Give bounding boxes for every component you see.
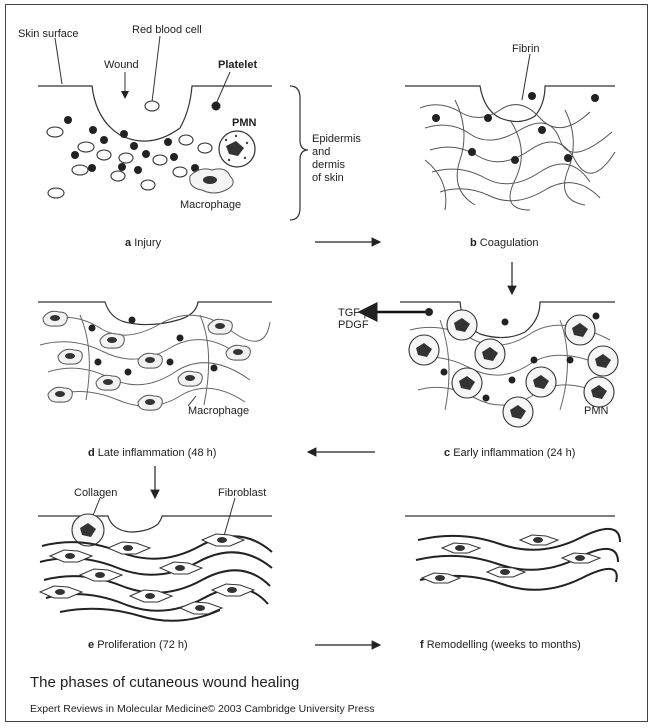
panel-b-coagulation: Fibrin b Coagulation (405, 43, 615, 249)
skin-surface-label: Skin surface (18, 28, 79, 40)
fibroblasts-f (422, 535, 600, 583)
fibrin-strands-b (420, 100, 615, 210)
epidermis-label-4: of skin (312, 172, 344, 184)
panel-e-caption: e Proliferation (72 h) (88, 639, 188, 651)
panel-a-injury: Skin surface Red blood cell Wound Platel… (18, 24, 361, 249)
signal-source-platelet (425, 308, 433, 316)
panel-f-caption: f Remodelling (weeks to months) (420, 639, 581, 651)
skin-surface-line-d (38, 302, 272, 325)
skin-surface-pointer (55, 38, 62, 84)
platelets-b (432, 92, 599, 164)
panel-c-caption: c Early inflammation (24 h) (444, 447, 575, 459)
panel-f-remodelling: f Remodelling (weeks to months) (405, 516, 620, 651)
pmn-label: PMN (232, 117, 257, 129)
panel-d-late-inflammation: Macrophage d Late inflammation (48 h) (38, 302, 272, 459)
fibrin-pointer (522, 54, 530, 100)
tgf-beta-label: TGF-β (338, 307, 370, 319)
platelet-pointer (216, 72, 230, 104)
fibroblast-pointer (224, 498, 235, 536)
macrophage-label-a: Macrophage (180, 199, 241, 211)
epidermis-label-3: dermis (312, 159, 346, 171)
red-blood-cells (47, 101, 212, 198)
pmn-cell-a (219, 131, 255, 167)
red-blood-cell-label: Red blood cell (132, 24, 202, 36)
panel-d-caption: d Late inflammation (48 h) (88, 447, 216, 459)
fibrin-label: Fibrin (512, 43, 540, 55)
collagen-label: Collagen (74, 487, 117, 499)
macrophages-d (43, 311, 250, 410)
panel-e-proliferation: Collagen Fibroblast e Proliferation (72 … (38, 487, 272, 651)
platelet-label: Platelet (218, 59, 257, 71)
pmn-label-c: PMN (584, 405, 609, 417)
panel-a-caption: a Injury (125, 237, 162, 249)
collagen-fibers-e (40, 536, 272, 620)
pdgf-label: PDGF (338, 319, 369, 331)
fibroblast-label: Fibroblast (218, 487, 266, 499)
panel-b-caption: b Coagulation (470, 237, 539, 249)
panel-c-early-inflammation: TGF-β PDGF PMN c Early inflammation (24 … (338, 302, 618, 459)
macrophage-a (190, 169, 233, 193)
figure-credit: Expert Reviews in Molecular Medicine© 20… (30, 703, 374, 715)
epidermis-label-1: Epidermis (312, 133, 361, 145)
epidermis-label-2: and (312, 146, 330, 158)
epidermis-bracket (290, 86, 308, 220)
wound-label: Wound (104, 59, 139, 71)
figure-caption: The phases of cutaneous wound healing (30, 674, 299, 691)
rbc-pointer (152, 36, 160, 102)
platelets (64, 102, 221, 175)
macrophage-label-d: Macrophage (188, 405, 249, 417)
